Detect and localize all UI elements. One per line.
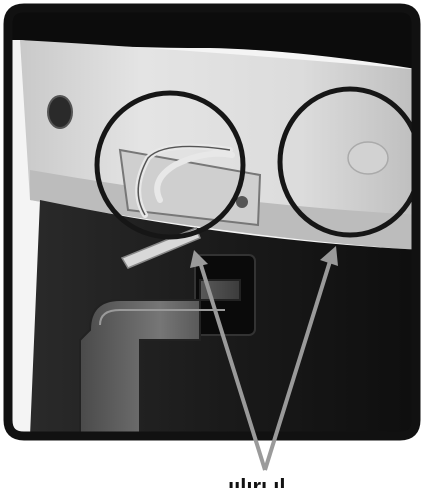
caption-text: ıılırı ıl bbox=[228, 472, 358, 488]
smooth-panel-area bbox=[348, 142, 388, 174]
side-hole bbox=[48, 96, 72, 128]
